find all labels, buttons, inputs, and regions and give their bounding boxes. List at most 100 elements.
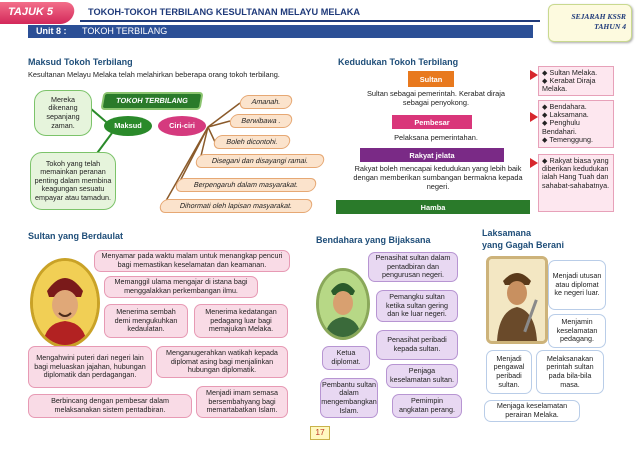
header: TAJUK 5 TOKOH-TOKOH TERBILANG KESULTANAN…: [0, 0, 638, 48]
laksamana-item: Menjadi pengawal peribadi sultan.: [486, 350, 532, 394]
maksud-node-label: Maksud: [114, 120, 142, 130]
arrow-icon: [530, 70, 538, 80]
ciri-item-text: Berwibawa .: [240, 115, 282, 125]
laksamana-item-text: Melaksanakan perintah sultan pada bila-b…: [546, 353, 594, 389]
sultan-portrait: [30, 258, 100, 348]
ciri-item: Disegani dan disayangi ramai.: [194, 154, 326, 168]
laksamana-item-text: Menjaga keselamatan perairan Melaka.: [496, 401, 568, 419]
side-box-item: ◆ Laksamana.: [542, 110, 589, 120]
level-label: Sultan: [419, 74, 443, 84]
sultan-item-text: Menyamar pada waktu malam untuk menangka…: [101, 251, 283, 269]
laksamana-portrait: [486, 256, 548, 344]
ciri-node: Ciri-ciri: [158, 116, 206, 136]
ciri-item-text: Berpengaruh dalam masyarakat.: [192, 179, 300, 189]
unit-title: TOKOH TERBILANG: [82, 26, 168, 36]
unit-bar: [28, 25, 533, 38]
laksamana-item-text: Menjamin keselamatan pedagang.: [556, 317, 598, 344]
ciri-item: Dihormati oleh lapisan masyarakat.: [158, 199, 314, 213]
ciri-node-label: Ciri-ciri: [169, 120, 195, 130]
bendahara-item-text: Penasihat peribadi kepada sultan.: [387, 335, 447, 353]
sultan-item-text: Berbincang dengan pembesar dalam melaksa…: [51, 396, 169, 414]
page-number-box: [310, 426, 330, 440]
laksamana-item-text: Menjadi pengawal peribadi sultan.: [493, 353, 525, 389]
level-banner-sultan: Sultan: [408, 71, 454, 87]
book-line-2: TAHUN 4: [594, 22, 626, 31]
bendahara-portrait: [316, 268, 370, 340]
laksamana-item: Menjaga keselamatan perairan Melaka.: [484, 400, 580, 422]
level-desc-rakyat: Rakyat boleh mencapai kedudukan yang leb…: [353, 164, 523, 191]
sultan-item: Menyamar pada waktu malam untuk menangka…: [94, 250, 290, 272]
page-title: TOKOH-TOKOH TERBILANG KESULTANAN MELAYU …: [88, 7, 361, 17]
center-node: TOKOH TERBILANG: [100, 92, 204, 110]
definition-2-text: Tokoh yang telah memainkan peranan penti…: [34, 158, 112, 202]
side-box-item: ◆ Kerabat Diraja Melaka.: [542, 76, 596, 94]
arrow-icon: [530, 158, 538, 168]
title-bar: [80, 6, 540, 22]
laksamana-subtitle: yang Gagah Berani: [482, 240, 565, 250]
bendahara-item: Pembantu sultan dalam mengembangkan Isla…: [320, 378, 378, 418]
bendahara-item: Penasihat sultan dalam pentadbiran dan p…: [368, 252, 458, 282]
ciri-item: Amanah.: [238, 95, 294, 109]
maksud-node: Maksud: [104, 116, 152, 136]
sultan-illustration-icon: [33, 261, 97, 345]
side-box-item-text: Sultan Melaka.: [549, 68, 598, 77]
side-box-sultan: ◆ Sultan Melaka. ◆ Kerabat Diraja Melaka…: [538, 66, 614, 96]
sultan-item-text: Menganugerahkan watikah kepada diplomat …: [166, 348, 278, 375]
level-desc-sultan: Sultan sebagai pemerintah. Kerabat diraj…: [366, 89, 506, 107]
side-box-item: ◆ Penghulu Bendahari.: [542, 118, 580, 136]
side-box-item-text: Bendahara.: [549, 102, 587, 111]
side-box-item: ◆ Temenggung.: [542, 134, 593, 144]
chapter-tag-label: TAJUK 5: [8, 6, 54, 18]
kedudukan-title: Kedudukan Tokoh Terbilang: [338, 57, 459, 67]
bendahara-item-text: Pemangku sultan ketika sultan gering dan…: [386, 292, 448, 319]
bendahara-item-text: Penasihat sultan dalam pentadbiran dan p…: [375, 253, 451, 280]
laksamana-item-text: Menjadi utusan atau diplomat ke negeri l…: [552, 271, 602, 298]
ciri-item-text: Disegani dan disayangi ramai.: [210, 155, 310, 165]
sultan-item: Mengahwini puteri dari negeri lain bagi …: [28, 346, 152, 388]
level-desc-pembesar: Pelaksana pemerintahan.: [394, 133, 478, 142]
maksud-title: Maksud Tokoh Terbilang: [28, 57, 133, 67]
bendahara-item: Pemimpin angkatan perang.: [392, 394, 462, 418]
bendahara-item: Penasihat peribadi kepada sultan.: [376, 330, 458, 360]
laksamana-item: Menjamin keselamatan pedagang.: [548, 314, 606, 348]
laksamana-illustration-icon: [489, 259, 545, 341]
laksamana-item: Melaksanakan perintah sultan pada bila-b…: [536, 350, 604, 394]
sultan-item-text: Memanggil ulama mengajar di istana bagi …: [114, 277, 248, 295]
sultan-item-text: Mengahwini puteri dari negeri lain bagi …: [34, 353, 146, 380]
bendahara-illustration-icon: [319, 271, 367, 337]
sultan-item: Memanggil ulama mengajar di istana bagi …: [104, 276, 258, 298]
page-number: 17: [315, 427, 325, 437]
side-box-item: ◆ Rakyat biasa yang diberikan kedudukan …: [542, 156, 610, 190]
sultan-item: Menjadi imam semasa bersembahyang bagi m…: [196, 386, 288, 418]
bendahara-item-text: Pembantu sultan dalam mengembangkan Isla…: [321, 379, 377, 415]
bendahara-item: Ketua diplomat.: [322, 346, 370, 370]
sultan-item: Menerima kedatangan pedagang luar bagi m…: [194, 304, 288, 338]
sultan-title: Sultan yang Berdaulat: [28, 231, 124, 241]
level-label: Rakyat jelata: [409, 150, 455, 160]
level-banner-hamba: Hamba: [336, 200, 530, 214]
sultan-item-text: Menerima sembah demi mengukuhkan kedaula…: [114, 307, 178, 334]
side-box-item-text: Laksamana.: [549, 110, 589, 120]
level-banner-pembesar: Pembesar: [392, 115, 472, 129]
side-box-item: ◆ Bendahara.: [542, 102, 587, 111]
book-badge: [548, 4, 632, 42]
definition-1-text: Mereka dikenang sepanjang zaman.: [46, 94, 80, 130]
bendahara-item-text: Ketua diplomat.: [331, 348, 361, 366]
sultan-item: Berbincang dengan pembesar dalam melaksa…: [28, 394, 192, 418]
ciri-item: Berwibawa .: [228, 114, 294, 128]
ciri-item-text: Dihormati oleh lapisan masyarakat.: [178, 200, 294, 210]
sultan-item: Menerima sembah demi mengukuhkan kedaula…: [104, 304, 188, 338]
bendahara-item: Pemangku sultan ketika sultan gering dan…: [376, 290, 458, 322]
level-label: Hamba: [420, 202, 446, 212]
bendahara-title: Bendahara yang Bijaksana: [316, 235, 431, 245]
side-box-item-text: Temenggung.: [549, 134, 593, 144]
sultan-item-text: Menerima kedatangan pedagang luar bagi m…: [205, 307, 277, 334]
definition-2: Tokoh yang telah memainkan peranan penti…: [30, 152, 116, 210]
sultan-item: Menganugerahkan watikah kepada diplomat …: [156, 346, 288, 378]
side-box-item-text: Kerabat Diraja Melaka.: [542, 76, 596, 94]
level-label: Pembesar: [414, 117, 450, 127]
ciri-item: Boleh dicontohi.: [212, 135, 292, 149]
side-box-item: ◆ Sultan Melaka.: [542, 68, 598, 77]
ciri-item-text: Boleh dicontohi.: [225, 136, 279, 146]
side-box-pembesar: ◆ Bendahara. ◆ Laksamana. ◆ Penghulu Ben…: [538, 100, 614, 148]
